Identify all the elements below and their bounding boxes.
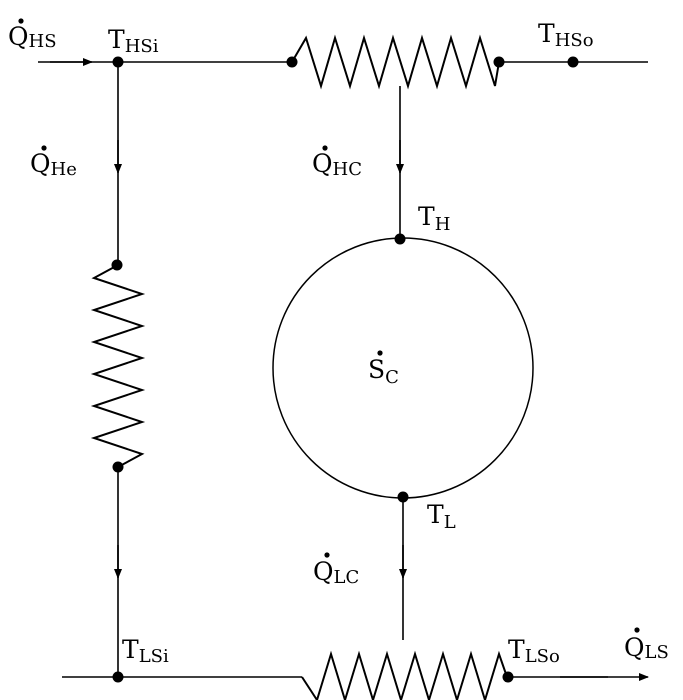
node-hot-resistor-out <box>493 56 505 68</box>
cold-side-resistor <box>301 650 508 700</box>
label-q-he: QHe <box>30 149 77 180</box>
left-resistor <box>90 264 146 468</box>
q-hs-dot <box>18 18 24 24</box>
label-q-hc: QHC <box>312 149 362 180</box>
node-hot-resistor-in <box>286 56 298 68</box>
label-t-hsi: THSi <box>108 25 159 57</box>
node-cold-resistor-out <box>502 671 514 683</box>
node-t-lsi <box>112 671 124 683</box>
label-s-c: SC <box>368 355 399 388</box>
q-hc-dot <box>322 145 328 151</box>
s-c-dot <box>377 350 383 356</box>
label-q-ls: QLS <box>624 633 669 663</box>
label-q-hs: QHS <box>8 22 57 52</box>
q-ls-dot <box>634 627 640 633</box>
node-left-resistor-top <box>111 259 123 271</box>
q-lc-dot <box>324 552 330 558</box>
hot-side-resistor <box>291 34 500 90</box>
heat-engine-circle <box>272 237 534 499</box>
node-t-l <box>397 491 409 503</box>
label-q-lc: QLC <box>313 557 359 588</box>
label-t-l: TL <box>427 500 456 533</box>
q-he-dot <box>41 145 47 151</box>
label-t-lsi: TLSi <box>122 635 169 667</box>
label-t-hso: THSo <box>538 19 594 51</box>
node-t-hso <box>567 56 579 68</box>
label-t-h: TH <box>418 202 450 235</box>
label-t-lso: TLSo <box>508 635 560 667</box>
node-t-h <box>394 233 406 245</box>
node-left-resistor-bottom <box>112 461 124 473</box>
node-t-hsi <box>112 56 124 68</box>
